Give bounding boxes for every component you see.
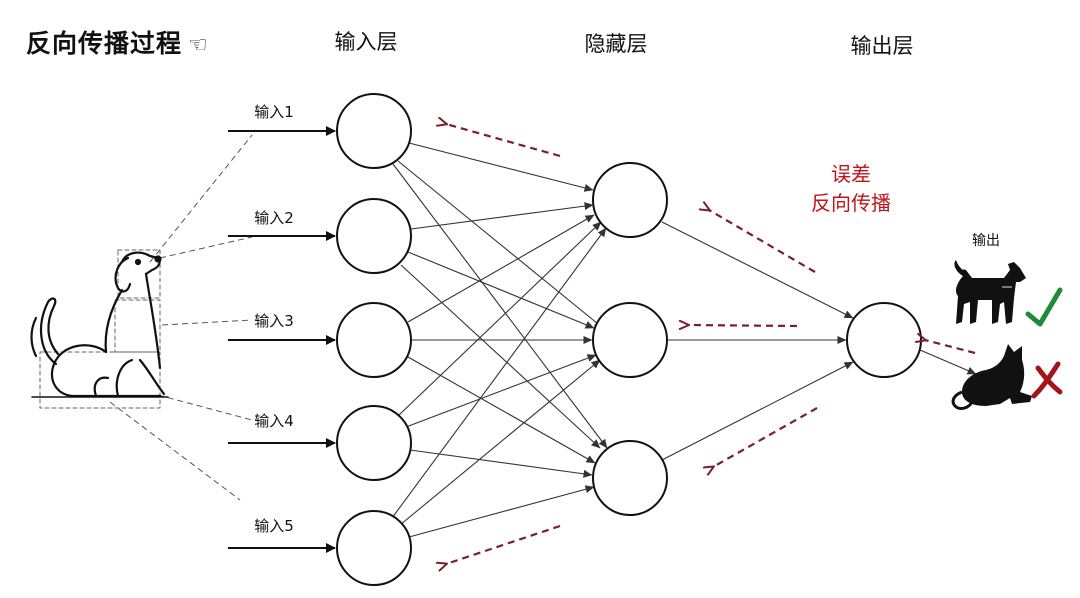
backprop-arrow [713, 407, 818, 467]
connection [408, 142, 594, 192]
input-neuron-3 [336, 302, 412, 378]
input-arrows [228, 126, 336, 553]
cross-mark-icon [1031, 361, 1063, 399]
feature-box-head [117, 249, 161, 299]
page-title: 反向传播过程☜ [26, 24, 209, 60]
hidden-neuron-2 [592, 302, 668, 378]
feature-line-1 [149, 134, 253, 263]
cat-silhouette-icon [951, 344, 1032, 410]
input-label-3: 输入3 [254, 312, 294, 330]
error-backprop-label: 误差 反向传播 [811, 160, 891, 218]
connection [398, 221, 602, 416]
input-layer-neurons [336, 93, 412, 586]
check-mark-icon [1025, 287, 1063, 327]
hidden-layer-neurons [592, 162, 668, 516]
hidden-neuron-3 [592, 440, 668, 516]
connection [397, 160, 604, 329]
connection [410, 202, 594, 230]
dog-feature-lines [109, 134, 253, 501]
input-label-5: 输入5 [254, 517, 294, 535]
error-label-line1: 误差 [831, 162, 871, 186]
feature-line-5 [109, 401, 241, 501]
input-neuron-4 [336, 405, 412, 481]
input-neuron-1 [336, 93, 412, 169]
feature-line-2 [159, 236, 253, 259]
backprop-arrow [709, 210, 816, 273]
input-layer-label: 输入层 [334, 30, 398, 54]
output-neuron [846, 302, 922, 378]
hidden-neuron-1 [592, 162, 668, 238]
connection [407, 214, 595, 323]
backprop-arrow [446, 124, 561, 158]
feature-box-chest [114, 299, 161, 353]
dog-sketch-icon [30, 249, 169, 409]
hidden-layer-label: 隐藏层 [584, 32, 648, 56]
connection [661, 221, 854, 319]
input-label-2: 输入2 [254, 209, 294, 227]
output-to-cat-connection [919, 349, 977, 375]
output-layer-label: 输出层 [850, 34, 914, 58]
title-text: 反向传播过程 [26, 29, 183, 58]
connection [400, 264, 601, 449]
error-label-line2: 反向传播 [811, 191, 891, 215]
connection [392, 163, 608, 449]
connection [409, 449, 593, 478]
output-label: 输出 [972, 233, 1000, 249]
output-layer-neurons [846, 302, 922, 378]
backprop-arrows [446, 124, 976, 564]
pointing-hand-icon: ☜ [188, 33, 209, 58]
input-hidden-connections [391, 142, 608, 538]
connection [661, 361, 854, 461]
connection [405, 354, 597, 428]
input-neuron-5 [336, 510, 412, 586]
input-label-4: 输入4 [254, 412, 294, 430]
connection [407, 251, 595, 329]
hidden-output-connections [661, 221, 977, 461]
dog-silhouette-icon [954, 260, 1026, 324]
connection [399, 359, 601, 526]
input-label-1: 输入1 [254, 103, 294, 121]
feature-line-4 [157, 394, 253, 421]
input-neuron-2 [336, 198, 412, 274]
feature-box-body [39, 351, 161, 409]
connection [407, 356, 596, 464]
feature-line-3 [161, 319, 253, 326]
connection [391, 227, 607, 519]
connection [408, 485, 595, 538]
backprop-arrow [925, 340, 976, 355]
backprop-arrow [688, 325, 798, 326]
backprop-arrow [446, 524, 561, 564]
